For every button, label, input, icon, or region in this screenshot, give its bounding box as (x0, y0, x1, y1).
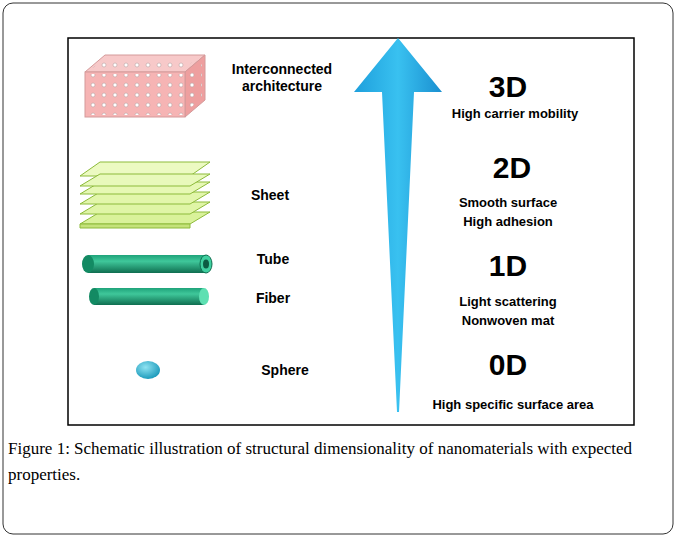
dimension-label: 3D (489, 72, 527, 102)
figure-label: Interconnected architecture (215, 61, 350, 95)
sheet-stack (80, 162, 210, 228)
property-label: High carrier mobility (452, 106, 578, 122)
figure-label: Fiber (256, 290, 290, 307)
dimension-arrow (354, 38, 442, 412)
property-label: Smooth surface (459, 195, 557, 211)
figure-frame (68, 38, 634, 425)
property-label: High adhesion (463, 214, 553, 230)
cube-figure (85, 55, 205, 117)
property-label: High specific surface area (432, 397, 593, 413)
tube-figure (82, 255, 212, 273)
property-label: Light scattering (459, 294, 557, 310)
figure-label: Tube (257, 251, 289, 268)
fiber-figure (89, 288, 209, 305)
figure-label: Sheet (251, 187, 289, 204)
property-label: Nonwoven mat (462, 313, 554, 329)
outer-frame (3, 3, 673, 534)
sphere-figure (136, 361, 160, 379)
figure-caption: Figure 1: Schematic illustration of stru… (8, 436, 663, 487)
dimension-label: 2D (493, 153, 531, 183)
figure-label: Sphere (261, 362, 308, 379)
dimension-label: 0D (489, 350, 527, 380)
dimension-label: 1D (489, 251, 527, 281)
